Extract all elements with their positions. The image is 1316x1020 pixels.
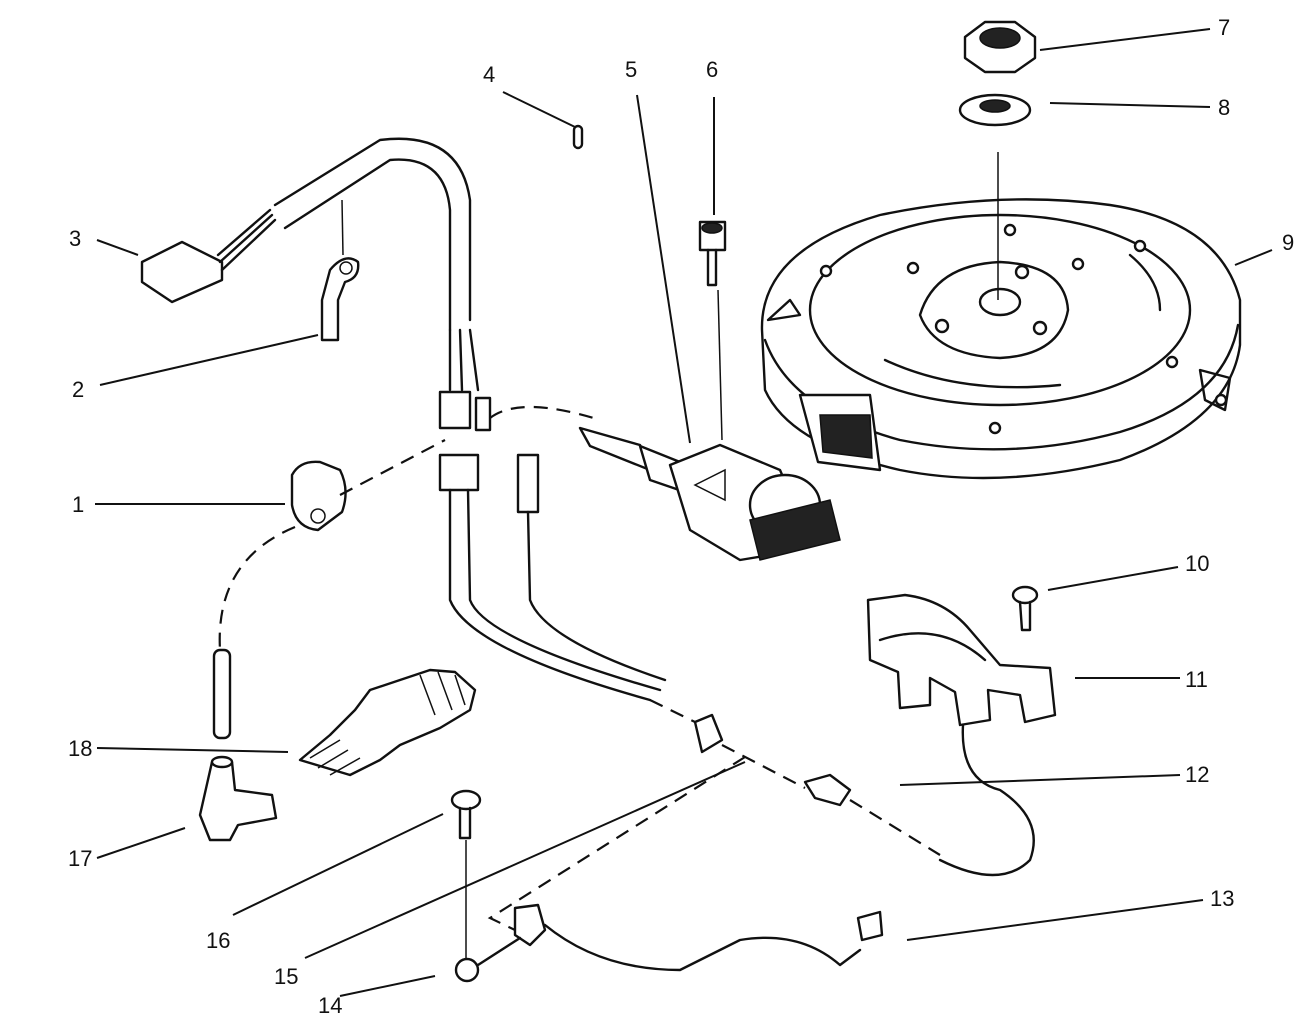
terminal-pin [212,648,232,740]
callout-2: 2 [72,377,84,402]
wire-clip [320,257,360,342]
callout-14: 14 [318,993,342,1018]
flywheel-washer [958,93,1032,127]
flywheel-nut [963,20,1037,74]
ring-terminal [454,936,522,983]
ground-screw [450,789,482,958]
stop-wire-bundle [438,453,667,702]
spark-plug [298,668,477,777]
callout-12: 12 [1185,762,1209,787]
callout-17: 17 [68,846,92,871]
ground-lead [513,903,884,972]
coil-screw [698,220,727,287]
callout-8: 8 [1218,95,1230,120]
trigger-screw [1011,585,1039,632]
callout-11: 11 [1185,667,1208,692]
trigger-part [866,593,1057,877]
callout-13: 13 [1210,886,1234,911]
callout-4: 4 [483,62,495,87]
callout-10: 10 [1185,551,1209,576]
small-pin [572,124,584,150]
callout-7: 7 [1218,15,1230,40]
wire-harness [140,137,492,432]
plug-boot [198,755,278,842]
grommet [290,460,347,532]
callout-9: 9 [1282,230,1294,255]
connector-block [693,713,724,754]
callout-5: 5 [625,57,637,82]
flywheel-part [760,198,1242,480]
callout-leaders [95,28,1273,997]
callout-15: 15 [274,964,298,989]
callout-3: 3 [69,226,81,251]
callout-1: 1 [72,492,84,517]
callout-16: 16 [206,928,230,953]
callout-6: 6 [706,57,718,82]
ignition-coil-part [578,426,841,562]
callout-18: 18 [68,736,92,761]
wire-clamp [803,773,852,807]
